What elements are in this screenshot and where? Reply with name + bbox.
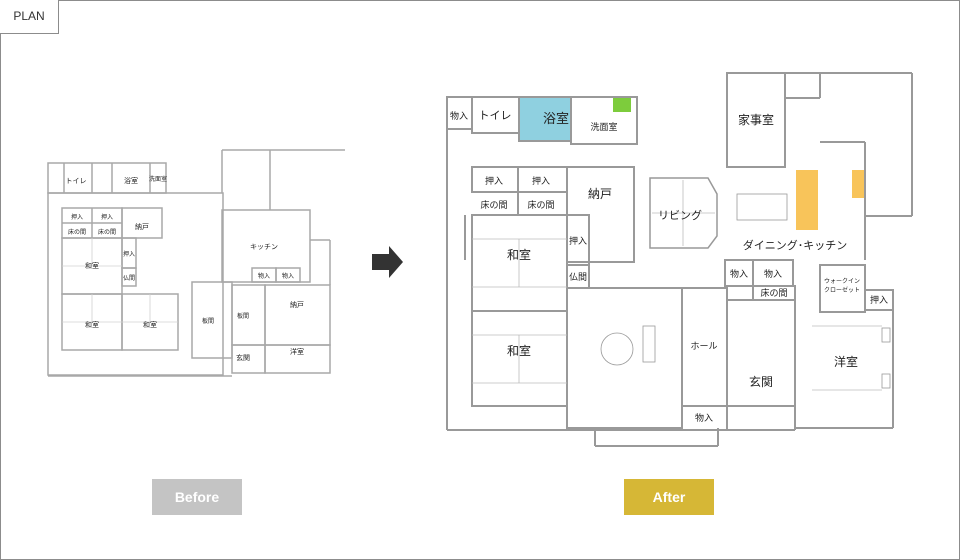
after-caption: After xyxy=(624,479,714,515)
before-room-itama-1: 板間 xyxy=(202,317,214,325)
after-room-tokonoma-2: 床の間 xyxy=(527,199,554,211)
after-room-walk-in-2: クローゼット xyxy=(824,286,860,294)
after-room-oshiire-4: 押入 xyxy=(870,294,888,306)
before-labels: トイレ 浴室 洗面室 押入 押入 床の間 床の間 納戸 押入 和室 仏間 和室 … xyxy=(66,175,305,362)
after-room-storage-3: 物入 xyxy=(764,268,782,280)
before-room-oshiire-2: 押入 xyxy=(101,213,113,221)
after-room-walk-in-1: ウォークイン xyxy=(824,277,860,285)
after-room-oshiire-3: 押入 xyxy=(569,235,587,247)
after-room-storage-1: 物入 xyxy=(450,110,468,122)
plan-label: PLAN xyxy=(0,0,59,34)
after-room-storage-2: 物入 xyxy=(730,268,748,280)
before-room-washitsu-2: 和室 xyxy=(85,320,99,329)
after-tatami xyxy=(472,177,891,391)
after-room-washitsu-1: 和室 xyxy=(507,247,531,262)
after-room-tokonoma-3: 床の間 xyxy=(760,287,787,299)
before-room-nando: 納戸 xyxy=(135,222,149,231)
after-room-genkan: 玄関 xyxy=(749,374,773,389)
after-room-butsuma: 仏間 xyxy=(569,272,587,283)
after-room-dining-kitchen: ダイニング･キッチン xyxy=(743,238,848,252)
before-room-washitsu-1: 和室 xyxy=(85,261,99,270)
before-room-toilet: トイレ xyxy=(66,177,87,185)
after-room-washroom: 洗面室 xyxy=(590,121,617,133)
after-bath-fill xyxy=(519,98,864,230)
arrow-icon xyxy=(372,246,403,278)
after-room-tokonoma-1: 床の間 xyxy=(480,199,507,211)
before-room-tokonoma-2: 床の間 xyxy=(98,228,116,236)
after-room-youshitsu: 洋室 xyxy=(834,354,858,369)
before-room-genkan: 玄関 xyxy=(236,353,250,362)
before-room-itama-2: 板間 xyxy=(237,312,249,320)
after-room-hall: ホール xyxy=(690,341,717,352)
before-room-bath: 浴室 xyxy=(124,176,138,185)
before-room-storage-1: 物入 xyxy=(258,272,270,280)
after-room-storage-4: 物入 xyxy=(695,412,713,424)
after-room-oshiire-1: 押入 xyxy=(485,175,503,187)
before-room-butsuma: 仏間 xyxy=(123,275,135,282)
after-plan xyxy=(446,72,913,447)
before-room-nando-2: 納戸 xyxy=(290,300,304,309)
before-room-washitsu-3: 和室 xyxy=(143,320,157,329)
after-room-washitsu-2: 和室 xyxy=(507,343,531,358)
before-room-wash: 洗面室 xyxy=(149,175,167,183)
after-room-living: リビング xyxy=(658,208,702,222)
before-room-youshitsu: 洋室 xyxy=(290,347,304,356)
before-room-tokonoma-1: 床の間 xyxy=(68,228,86,236)
before-tatami xyxy=(62,238,178,323)
after-room-utility: 家事室 xyxy=(738,112,774,127)
before-room-oshiire-3: 押入 xyxy=(123,250,135,258)
before-caption: Before xyxy=(152,479,242,515)
after-labels: 物入 トイレ 浴室 洗面室 家事室 押入 押入 納戸 床の間 床の間 リビング … xyxy=(450,109,888,424)
after-room-nando: 納戸 xyxy=(588,187,612,201)
after-room-bath: 浴室 xyxy=(543,111,569,127)
before-room-oshiire-1: 押入 xyxy=(71,213,83,221)
before-room-storage-2: 物入 xyxy=(282,272,294,280)
before-room-kitchen: キッチン xyxy=(250,243,278,251)
after-room-oshiire-2: 押入 xyxy=(532,175,550,187)
after-room-toilet: トイレ xyxy=(479,109,512,122)
